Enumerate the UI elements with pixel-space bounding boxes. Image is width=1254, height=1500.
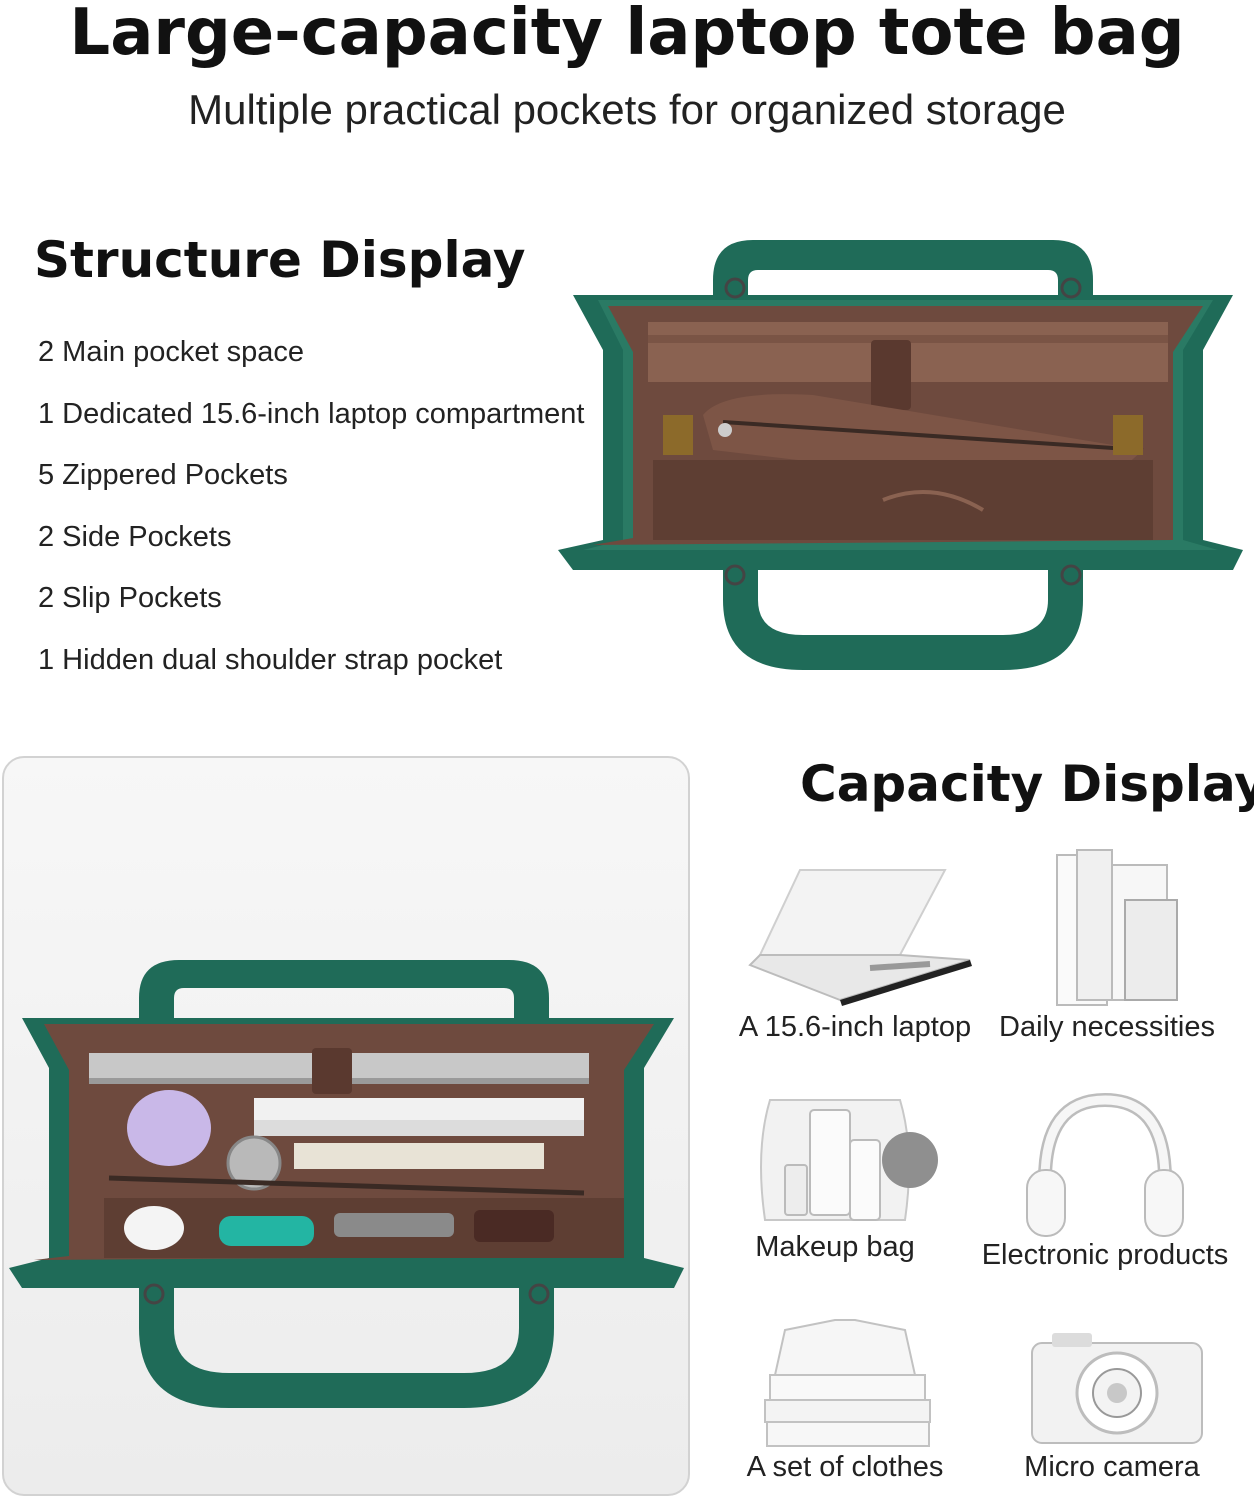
feature-item: 5 Zippered Pockets (38, 459, 288, 491)
capacity-item-laptop: A 15.6-inch laptop (715, 860, 995, 1044)
capacity-item-micro-camera: Micro camera (972, 1325, 1252, 1484)
bag-top-view-image (558, 240, 1243, 670)
subtitle: Multiple practical pockets for organized… (188, 86, 1066, 133)
capacity-label: Daily necessities (999, 1011, 1215, 1043)
laptop-icon (748, 869, 972, 1006)
feature-item: 1 Dedicated 15.6-inch laptop compartment (38, 397, 585, 430)
capacity-label: Electronic products (981, 1239, 1229, 1271)
clothes-icon (764, 1319, 931, 1447)
headphones-icon (1026, 1092, 1184, 1237)
packed-bag-image (9, 960, 684, 1408)
books-icon (1056, 849, 1178, 1006)
packed-bag-photo-panel (2, 756, 690, 1496)
capacity-label: A 15.6-inch laptop (738, 1011, 972, 1043)
capacity-label: Micro camera (1024, 1451, 1200, 1483)
feature-item: 2 Side Pockets (38, 520, 232, 553)
capacity-heading: Capacity Display (800, 755, 1254, 813)
feature-item: 2 Slip Pockets (38, 582, 222, 614)
capacity-item-makeup-bag: Makeup bag (695, 1090, 975, 1264)
feature-list: 2 Main pocket space 1 Dedicated 15.6-inc… (38, 322, 584, 691)
main-title: Large-capacity laptop tote bag (69, 0, 1185, 70)
capacity-item-daily-necessities: Daily necessities (967, 845, 1247, 1044)
capacity-item-electronic-products: Electronic products (965, 1090, 1245, 1272)
camera-icon (1031, 1333, 1203, 1444)
capacity-item-clothes: A set of clothes (705, 1315, 985, 1484)
feature-item: 2 Main pocket space (38, 336, 304, 368)
makeup-bag-icon (760, 1099, 938, 1221)
structure-heading: Structure Display (34, 231, 526, 289)
capacity-label: Makeup bag (755, 1231, 915, 1263)
feature-item: 1 Hidden dual shoulder strap pocket (38, 643, 503, 676)
capacity-label: A set of clothes (746, 1451, 944, 1483)
